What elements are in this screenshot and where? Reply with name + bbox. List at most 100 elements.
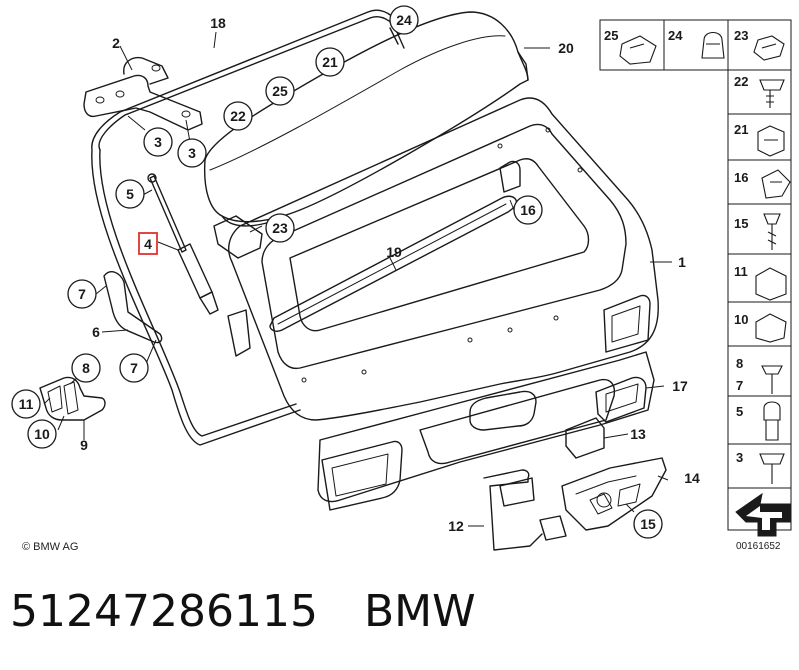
gas-strut (149, 175, 187, 253)
tail-light-right (603, 294, 651, 353)
latch-assembly (39, 376, 106, 421)
bracket-16 (499, 160, 521, 193)
legend-part-23-grommet (753, 35, 785, 61)
callout-1: 1 (678, 254, 686, 270)
callout-8: 8 (82, 360, 90, 376)
tailgate-lock (561, 457, 667, 531)
gas-strut-end (199, 291, 219, 315)
callout-circles (11, 5, 663, 539)
legend-label-7: 7 (736, 378, 743, 393)
clip-23-part (213, 215, 263, 259)
hinge-holes (95, 64, 191, 118)
callout-9: 9 (80, 437, 88, 453)
legend-part-22-screw (759, 79, 785, 108)
tailgate-lock-detail (575, 475, 641, 515)
callout-21: 21 (322, 54, 338, 70)
brand-name: BMW (363, 586, 476, 637)
highlight-box (138, 232, 158, 255)
legend-label-22: 22 (734, 74, 748, 89)
legend-part-25-clip (619, 35, 657, 65)
callout-19: 19 (386, 244, 402, 260)
tailgate-lock-bracket (539, 515, 567, 541)
hinge-cover (103, 271, 163, 344)
callout-24: 24 (396, 12, 412, 28)
callout-23: 23 (272, 220, 288, 236)
bracket-13 (565, 417, 605, 459)
callout-labels: 24 21 25 22 3 3 5 23 16 7 7 8 11 10 15 4… (19, 12, 700, 534)
tail-light-left-inner (331, 453, 389, 497)
tail-light-right-inner (611, 305, 641, 343)
callout-25: 25 (272, 83, 288, 99)
part-caption: 51247286115 BMW (10, 586, 476, 637)
clip-23-part-b (227, 309, 251, 357)
legend-label-16: 16 (734, 170, 748, 185)
hinge-upper (123, 56, 169, 85)
legend-part-16-clip (761, 169, 791, 199)
legend-top-box (599, 19, 792, 71)
callout-7a: 7 (78, 286, 86, 302)
trim-strip-edge (277, 203, 507, 325)
callout-14: 14 (684, 470, 700, 486)
tailgate-holes (301, 127, 583, 383)
callout-18: 18 (210, 15, 226, 31)
legend-part-24-clip (701, 31, 725, 59)
tail-light-left (321, 440, 403, 511)
tailgate-lower-inner (419, 378, 616, 465)
tailgate-plate-recess (469, 390, 537, 431)
legend-label-3: 3 (736, 450, 743, 465)
leader-lines (43, 31, 672, 527)
callout-10: 10 (34, 426, 50, 442)
rear-spoiler-lip (221, 51, 529, 227)
release-handle (499, 477, 535, 507)
callout-4: 4 (144, 236, 152, 252)
callout-17: 17 (672, 378, 688, 394)
parts-diagram: 24 21 25 22 3 3 5 23 16 7 7 8 11 10 15 4… (11, 5, 792, 551)
tailgate-switch-detail (605, 383, 639, 413)
legend-part-11-nut (755, 267, 787, 301)
tailgate-lower-panel (317, 351, 655, 503)
legend-label-10: 10 (734, 312, 748, 327)
callout-7b: 7 (130, 360, 138, 376)
legend-label-21: 21 (734, 122, 748, 137)
tailgate (228, 97, 659, 421)
rear-spoiler (203, 11, 529, 223)
callout-11: 11 (19, 396, 34, 412)
callout-22: 22 (230, 108, 246, 124)
legend-label-11: 11 (734, 264, 748, 279)
legend-label-5: 5 (736, 404, 743, 419)
callout-15: 15 (640, 516, 656, 532)
tailgate-switch (595, 376, 647, 423)
legend-label-15: 15 (734, 216, 748, 231)
part-number: 51247286115 (10, 586, 318, 637)
callout-12: 12 (448, 518, 464, 534)
tailgate-lock-wheel (596, 492, 612, 508)
callout-3b: 3 (188, 145, 196, 161)
legend-part-3-screw (759, 453, 785, 484)
callout-6: 6 (92, 324, 100, 340)
gas-strut-ball-top (147, 173, 157, 183)
callout-16: 16 (520, 202, 536, 218)
legend-part-10-nut (755, 313, 787, 343)
diagram-reference-code: 00161652 (736, 541, 781, 552)
callout-5: 5 (126, 186, 134, 202)
latch-detail (47, 381, 79, 415)
callout-20: 20 (558, 40, 574, 56)
legend-label-23: 23 (734, 28, 748, 43)
callout-3a: 3 (154, 134, 162, 150)
direction-arrow-inner (746, 506, 782, 530)
legend-part-15-screw (763, 213, 781, 250)
tailgate-inner-window (289, 158, 590, 332)
small-parts-legend: 25 24 23 22 21 16 15 11 10 8 7 5 3 (599, 19, 792, 537)
legend-label-25: 25 (604, 28, 618, 43)
legend-part-8-screw (761, 365, 783, 394)
hinge (83, 74, 203, 131)
legend-part-5-bolt (763, 401, 781, 441)
copyright-notice: © BMW AG (22, 541, 79, 553)
callout-2: 2 (112, 35, 120, 51)
rear-spoiler-crease (209, 35, 506, 171)
callout-13: 13 (630, 426, 646, 442)
legend-label-8: 8 (736, 356, 743, 371)
legend-label-24: 24 (668, 28, 683, 43)
legend-part-21-nut (757, 125, 785, 157)
release-cable (483, 469, 543, 551)
